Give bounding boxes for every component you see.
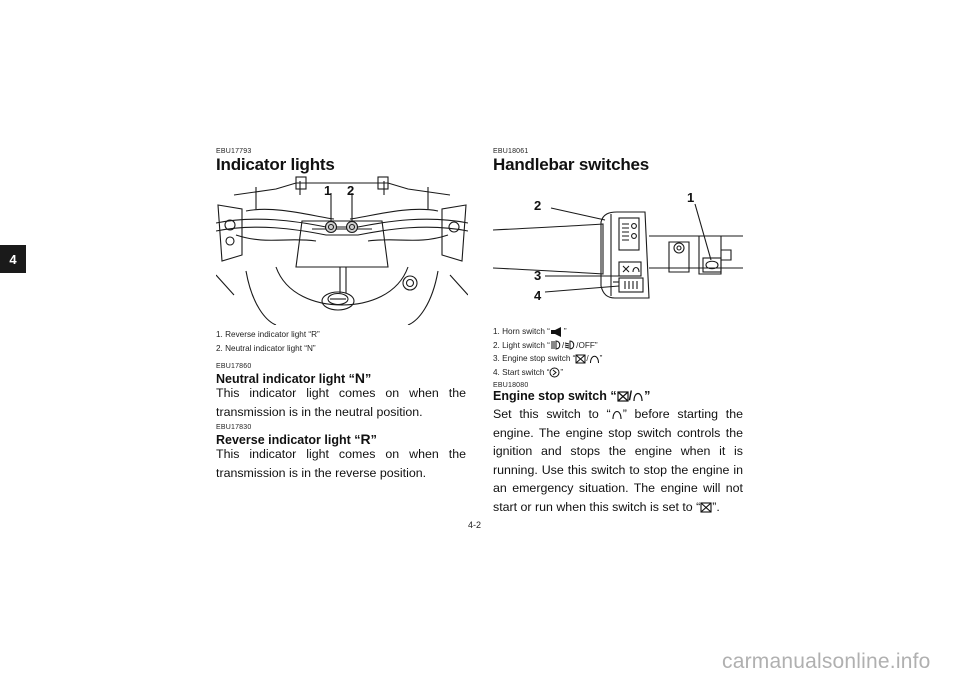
callout-3: 3 — [534, 268, 542, 283]
callout-4: 4 — [534, 288, 542, 303]
neutral-heading-suffix: ” — [365, 372, 372, 386]
engine-stop-off-icon — [575, 354, 586, 364]
handlebar-switches-title: Handlebar switches — [493, 155, 650, 174]
engine-stop-body-part3: ”. — [712, 499, 720, 514]
engine-stop-heading-sep: / — [628, 389, 633, 403]
engine-run-icon — [589, 355, 599, 363]
engine-stop-off-icon — [700, 502, 712, 513]
neutral-n-symbol: N — [354, 370, 366, 386]
handlebar-switches-captions: 1. Horn switch “ ” 2. Light switch “ / /OFF… — [493, 325, 743, 379]
handlebar-switches-code: EBU18061 — [493, 148, 529, 155]
engine-stop-body-part2: ” before starting the engine. The engine… — [493, 407, 743, 514]
reverse-indicator-code: EBU17830 — [216, 424, 252, 431]
reverse-heading-prefix: Reverse indicator light “ — [216, 433, 361, 447]
high-beam-icon — [550, 340, 561, 350]
caption-stop-sep: / — [586, 354, 589, 363]
handlebar-switches-illustration: 1 2 3 4 — [493, 178, 743, 318]
caption-horn-prefix: 1. Horn switch “ — [493, 327, 550, 336]
engine-stop-heading: Engine stop switch “ / ” — [493, 389, 650, 403]
indicator-lights-title: Indicator lights — [216, 155, 335, 174]
caption-engine-stop-switch: 3. Engine stop switch “ / ” — [493, 352, 743, 366]
engine-stop-body: Set this switch to “” before starting th… — [493, 405, 743, 516]
callout-1: 1 — [687, 190, 695, 205]
engine-stop-heading-suffix: ” — [644, 389, 651, 403]
callout-1: 1 — [324, 183, 332, 198]
caption-light-prefix: 2. Light switch “ — [493, 340, 550, 350]
reverse-indicator-body: This indicator light comes on when the t… — [216, 447, 466, 480]
callout-2: 2 — [534, 198, 542, 213]
indicator-lights-captions: 1. Reverse indicator light “R” 2. Neutra… — [216, 328, 468, 355]
caption-neutral-indicator: 2. Neutral indicator light “N” — [216, 343, 316, 353]
section-tab: 4 — [0, 245, 26, 273]
caption-light-suffix: /OFF” — [576, 340, 598, 350]
engine-stop-code: EBU18080 — [493, 382, 529, 389]
caption-horn-switch: 1. Horn switch “ ” — [493, 325, 743, 339]
neutral-indicator-code: EBU17860 — [216, 363, 252, 370]
engine-stop-off-icon — [617, 391, 629, 402]
neutral-heading-prefix: Neutral indicator light “ — [216, 372, 355, 386]
engine-run-icon — [612, 411, 622, 420]
caption-horn-suffix: ” — [563, 327, 567, 336]
low-beam-icon — [565, 340, 575, 350]
neutral-indicator-body: This indicator light comes on when the t… — [216, 386, 466, 419]
horn-icon — [550, 326, 561, 337]
caption-light-switch: 2. Light switch “ / /OFF” — [493, 339, 743, 353]
engine-run-icon — [633, 393, 643, 402]
indicator-lights-code: EBU17793 — [216, 148, 252, 155]
caption-start-switch: 4. Start switch “ ” — [493, 366, 743, 380]
caption-light-sep: / — [561, 340, 565, 350]
site-watermark: carmanualsonline.info — [722, 650, 931, 673]
caption-stop-prefix: 3. Engine stop switch “ — [493, 354, 576, 363]
caption-start-suffix: ” — [560, 367, 564, 377]
callout-2: 2 — [347, 183, 355, 198]
reverse-heading-suffix: ” — [370, 433, 377, 447]
engine-stop-heading-prefix: Engine stop switch “ — [493, 389, 617, 403]
engine-stop-body-part1: Set this switch to “ — [493, 407, 611, 421]
caption-reverse-indicator: 1. Reverse indicator light “R” — [216, 330, 320, 339]
reverse-indicator-heading: Reverse indicator light “R” — [216, 431, 377, 447]
caption-start-prefix: 4. Start switch “ — [493, 367, 550, 377]
start-icon — [549, 367, 560, 378]
neutral-indicator-heading: Neutral indicator light “N” — [216, 370, 371, 386]
caption-stop-suffix: ” — [599, 354, 603, 363]
reverse-r-symbol: R — [360, 431, 371, 447]
indicator-lights-illustration: 1 2 — [216, 175, 468, 325]
page-number: 4-2 — [468, 520, 482, 530]
